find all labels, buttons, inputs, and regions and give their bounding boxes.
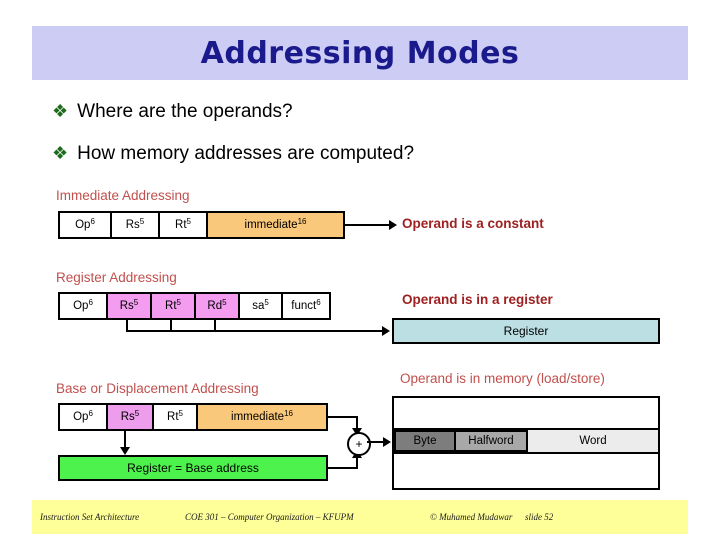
footer-slide-number: slide 52 [525, 512, 554, 522]
connector-rs-to-base [124, 431, 126, 449]
label-operand-constant: Operand is a constant [402, 216, 544, 231]
section-caption-register: Register Addressing [56, 270, 177, 285]
arrow-immediate [389, 220, 397, 230]
label-operand-register: Operand is in a register [402, 292, 553, 307]
memory-row-bottom [394, 454, 658, 486]
arrow-rs-to-base [120, 447, 130, 455]
memory-block: Byte Halfword Word [392, 396, 660, 490]
memory-cell-word: Word [528, 430, 658, 452]
bullet-item-1: ❖ How memory addresses are computed? [52, 143, 414, 165]
diamond-bullet-icon: ❖ [52, 143, 69, 163]
memory-cell-halfword: Halfword [456, 430, 528, 452]
bullet-text-1: How memory addresses are computed? [77, 143, 415, 164]
section-caption-immediate: Immediate Addressing [56, 188, 190, 203]
box-base-address: Register = Base address [58, 455, 328, 481]
footer-band [32, 500, 688, 534]
adder-node: + [347, 432, 371, 456]
page-title: Addressing Modes [200, 35, 520, 71]
label-operand-memory: Operand is in memory (load/store) [400, 371, 605, 386]
connector-base-to-adder [328, 467, 358, 469]
diamond-bullet-icon: ❖ [52, 101, 69, 121]
connector-adder-bottom [356, 454, 358, 468]
bullet-text-0: Where are the operands? [77, 101, 293, 122]
connector-immediate [345, 224, 389, 226]
memory-cell-byte: Byte [394, 430, 456, 452]
connector-rs-drop [126, 320, 128, 331]
connector-register-bus [126, 330, 382, 332]
memory-row-top [394, 398, 658, 428]
section-caption-base-displacement: Base or Displacement Addressing [56, 381, 259, 396]
footer-copyright: © Muhamed Mudawar [430, 512, 513, 522]
arrow-memory [383, 437, 391, 447]
connector-rt-drop [170, 320, 172, 331]
footer-left: Instruction Set Architecture [40, 512, 140, 522]
title-band: Addressing Modes [32, 26, 688, 80]
box-register: Register [392, 318, 660, 344]
arrow-register [382, 326, 390, 336]
bullet-item-0: ❖ Where are the operands? [52, 101, 293, 123]
connector-adder-to-memory [367, 441, 384, 443]
memory-row-middle: Byte Halfword Word [394, 428, 658, 454]
connector-rd-drop [214, 320, 216, 331]
footer-center: COE 301 – Computer Organization – KFUPM [185, 512, 354, 522]
connector-adder-top [356, 416, 358, 430]
connector-immediate-to-adder [328, 416, 358, 418]
